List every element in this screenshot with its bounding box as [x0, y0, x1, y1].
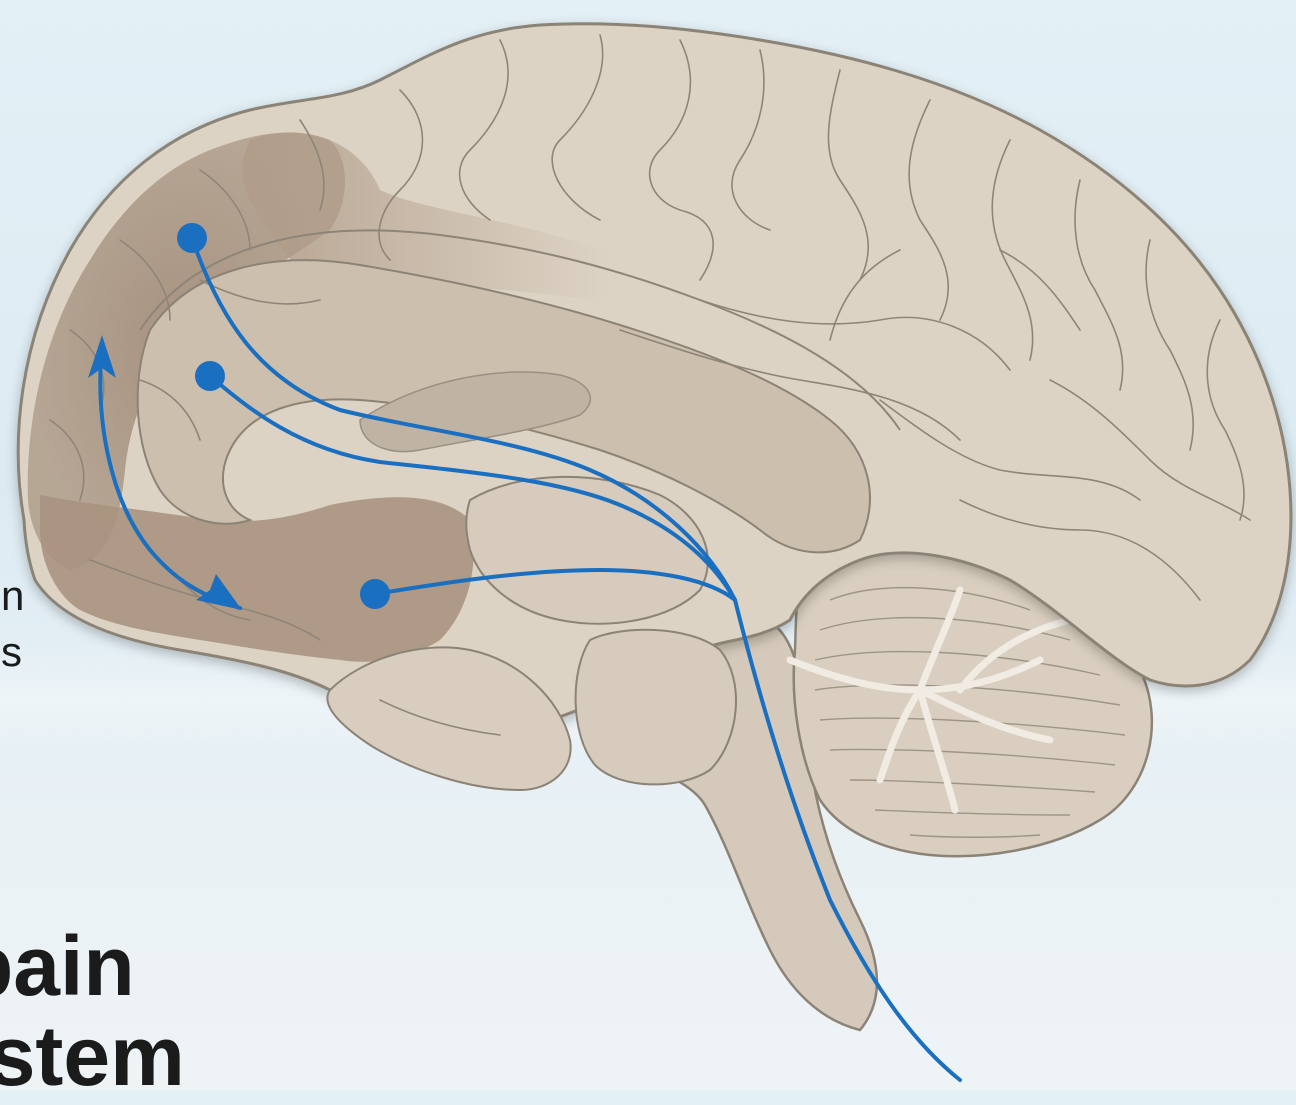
heading-line1: pain: [0, 918, 135, 1015]
node-orbitofrontal: [360, 579, 390, 609]
node-cingulate: [195, 361, 225, 391]
heading-line2: ystem: [0, 1008, 185, 1105]
side-label-line2: s: [1, 628, 23, 676]
side-label-line1: n: [1, 572, 25, 620]
node-prefrontal: [177, 223, 207, 253]
pons: [576, 630, 736, 785]
